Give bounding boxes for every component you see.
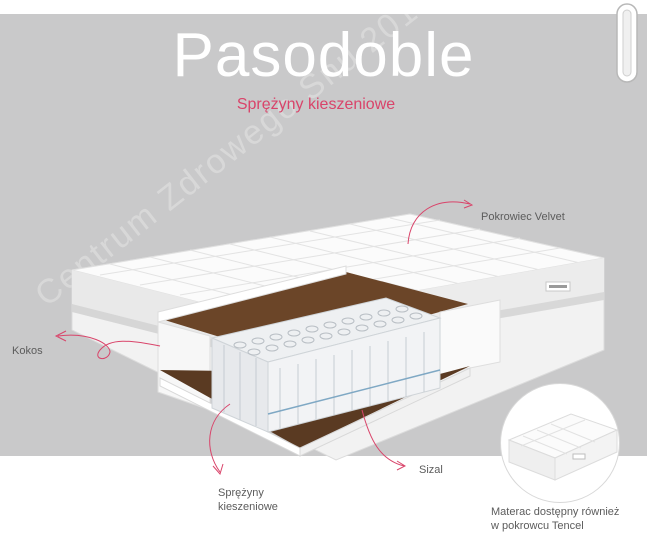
callout-arrows (54, 199, 474, 476)
product-title: Pasodoble (172, 21, 475, 90)
label-springs: Sprężyny kieszeniowe (218, 486, 278, 514)
arrow-sisal (361, 409, 405, 467)
label-cover: Pokrowiec Velvet (481, 211, 565, 223)
label-tencel-line2: w pokrowcu Tencel (491, 520, 584, 532)
tencel-cover-inset (500, 383, 620, 503)
arrow-cover (407, 201, 471, 245)
label-springs-line2: kieszeniowe (218, 501, 278, 513)
label-tencel-line1: Materac dostępny również (491, 506, 620, 518)
scroll-handle-icon[interactable] (614, 2, 640, 84)
arrow-springs (209, 403, 231, 473)
label-coconut: Kokos (12, 345, 43, 357)
label-tencel: Materac dostępny również w pokrowcu Tenc… (491, 505, 619, 533)
pocket-springs (210, 297, 442, 433)
product-subtitle: Sprężyny kieszeniowe (236, 96, 396, 113)
arrow-coconut (57, 334, 161, 359)
label-sisal: Sizal (419, 464, 443, 476)
tencel-mattress-icon (507, 413, 619, 481)
label-springs-line1: Sprężyny (218, 487, 264, 499)
brand-tag-icon (545, 281, 571, 292)
